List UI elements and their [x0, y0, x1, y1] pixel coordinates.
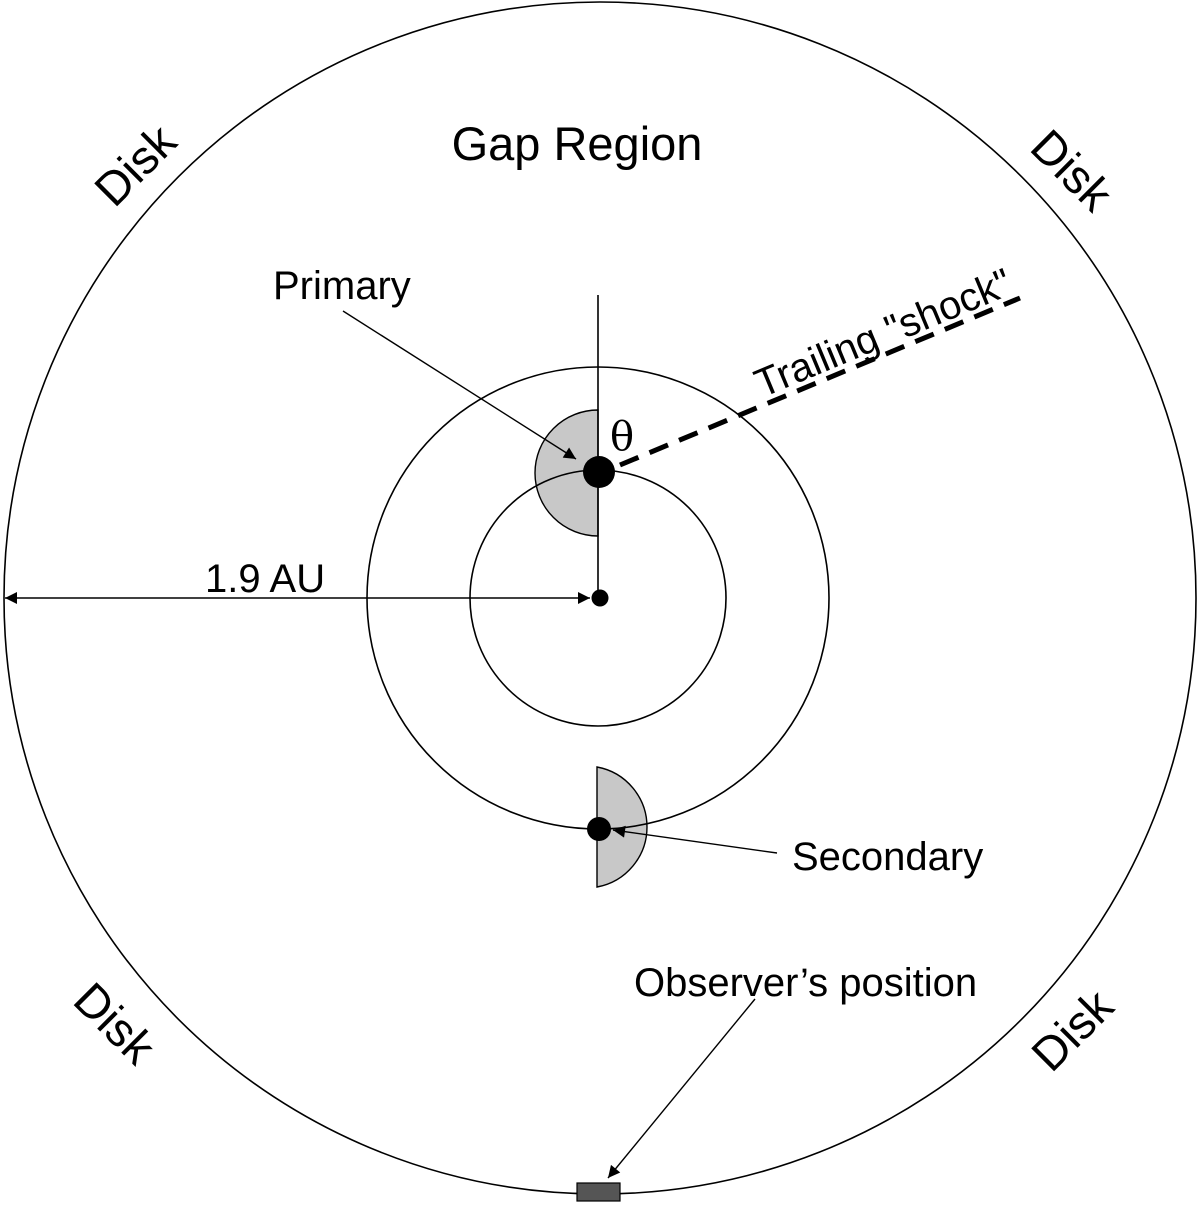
center-of-mass-dot: [591, 589, 609, 607]
primary-pointer-arrow: [342, 310, 577, 460]
gap-region-label: Gap Region: [452, 117, 703, 170]
primary-shaded-region: [534, 409, 599, 537]
theta-label: θ: [610, 414, 634, 460]
primary-label: Primary: [273, 264, 411, 308]
observer-pointer-arrow: [607, 998, 756, 1179]
observer-label: Observer’s position: [634, 961, 977, 1005]
disk-label-bottom-left: Disk: [64, 972, 166, 1074]
observer-marker: [576, 1182, 621, 1202]
secondary-pointer-arrow: [612, 825, 778, 854]
secondary-label: Secondary: [792, 835, 983, 879]
secondary-star: [587, 817, 611, 841]
disk-label-top-right: Disk: [1021, 119, 1123, 221]
disk-label-bottom-right: Disk: [1021, 979, 1123, 1081]
trailing-shock-label: Trailing "shock": [749, 261, 1019, 407]
primary-star: [583, 456, 615, 488]
disk-label-top-left: Disk: [84, 114, 186, 216]
radius-label: 1.9 AU: [205, 557, 325, 601]
trailing-shock-line: [619, 295, 1021, 468]
